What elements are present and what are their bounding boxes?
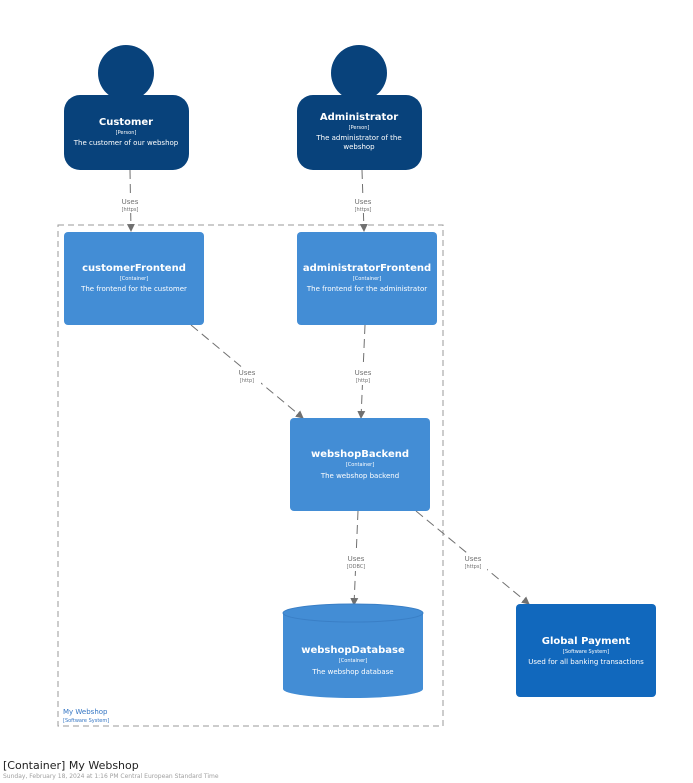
container-name: customerFrontend [82, 263, 186, 274]
person-administrator[interactable]: Administrator [Person] The administrator… [297, 45, 422, 170]
container-description: The frontend for the administrator [306, 285, 427, 293]
edge-label: Uses [348, 555, 365, 563]
container-description: The webshop backend [320, 472, 399, 480]
person-name: Administrator [320, 112, 398, 123]
person-body [64, 95, 189, 170]
container-type: [Container] [346, 462, 374, 468]
container-customer-frontend[interactable]: customerFrontend [Container] The fronten… [64, 232, 204, 325]
external-system-global-payment[interactable]: Global Payment [Software System] Used fo… [516, 604, 656, 697]
database-cylinder-icon [283, 604, 423, 698]
edge-technology: [https] [465, 564, 482, 570]
person-description-line1: The administrator of the [315, 134, 401, 142]
boundary-type: [Software System] [63, 718, 109, 724]
container-administrator-frontend[interactable]: administratorFrontend [Container] The fr… [297, 232, 437, 325]
edge-label: Uses [355, 369, 372, 377]
edge-backend-to-payment: Uses [https] [415, 510, 530, 605]
container-webshop-database[interactable]: webshopDatabase [Container] The webshop … [282, 603, 424, 698]
edge-label: Uses [239, 369, 256, 377]
person-head-icon [331, 45, 387, 101]
container-description: The frontend for the customer [80, 285, 187, 293]
edge-customer-to-frontend: Uses [https] [117, 169, 143, 232]
person-customer[interactable]: Customer [Person] The customer of our we… [64, 45, 189, 170]
edge-label: Uses [465, 555, 482, 563]
person-name: Customer [99, 117, 153, 128]
edge-customer-frontend-to-backend: Uses [http] [190, 324, 304, 419]
system-description: Used for all banking transactions [528, 658, 644, 666]
person-description: The customer of our webshop [73, 139, 179, 147]
system-type: [Software System] [563, 649, 609, 655]
diagram-footer: [Container] My Webshop Sunday, February … [3, 759, 219, 780]
container-name: administratorFrontend [303, 263, 431, 274]
edge-technology: [https] [355, 207, 372, 213]
edge-backend-to-database: Uses [ODBC] [342, 510, 370, 606]
container-type: [Container] [353, 276, 381, 282]
container-type: [Container] [339, 658, 367, 664]
person-type: [Person] [116, 130, 137, 136]
edge-admin-frontend-to-backend: Uses [http] [350, 324, 376, 419]
container-name: webshopBackend [311, 449, 409, 460]
edge-label: Uses [122, 198, 139, 206]
diagram-title: [Container] My Webshop [3, 759, 139, 772]
boundary-name: My Webshop [63, 708, 108, 716]
diagram-timestamp: Sunday, February 18, 2024 at 1:16 PM Cen… [3, 773, 219, 780]
edge-technology: [https] [122, 207, 139, 213]
edge-technology: [http] [356, 378, 370, 384]
container-name: webshopDatabase [301, 645, 405, 656]
edge-label: Uses [355, 198, 372, 206]
person-head-icon [98, 45, 154, 101]
edge-admin-to-frontend: Uses [https] [350, 169, 376, 232]
container-webshop-backend[interactable]: webshopBackend [Container] The webshop b… [290, 418, 430, 511]
person-description-line2: webshop [343, 143, 375, 151]
container-description: The webshop database [311, 668, 393, 676]
edge-technology: [http] [240, 378, 254, 384]
software-system-boundary: My Webshop [Software System] [57, 224, 444, 727]
system-name: Global Payment [542, 636, 631, 647]
person-body [297, 95, 422, 170]
edge-technology: [ODBC] [347, 564, 366, 570]
person-type: [Person] [349, 125, 370, 131]
container-type: [Container] [120, 276, 148, 282]
